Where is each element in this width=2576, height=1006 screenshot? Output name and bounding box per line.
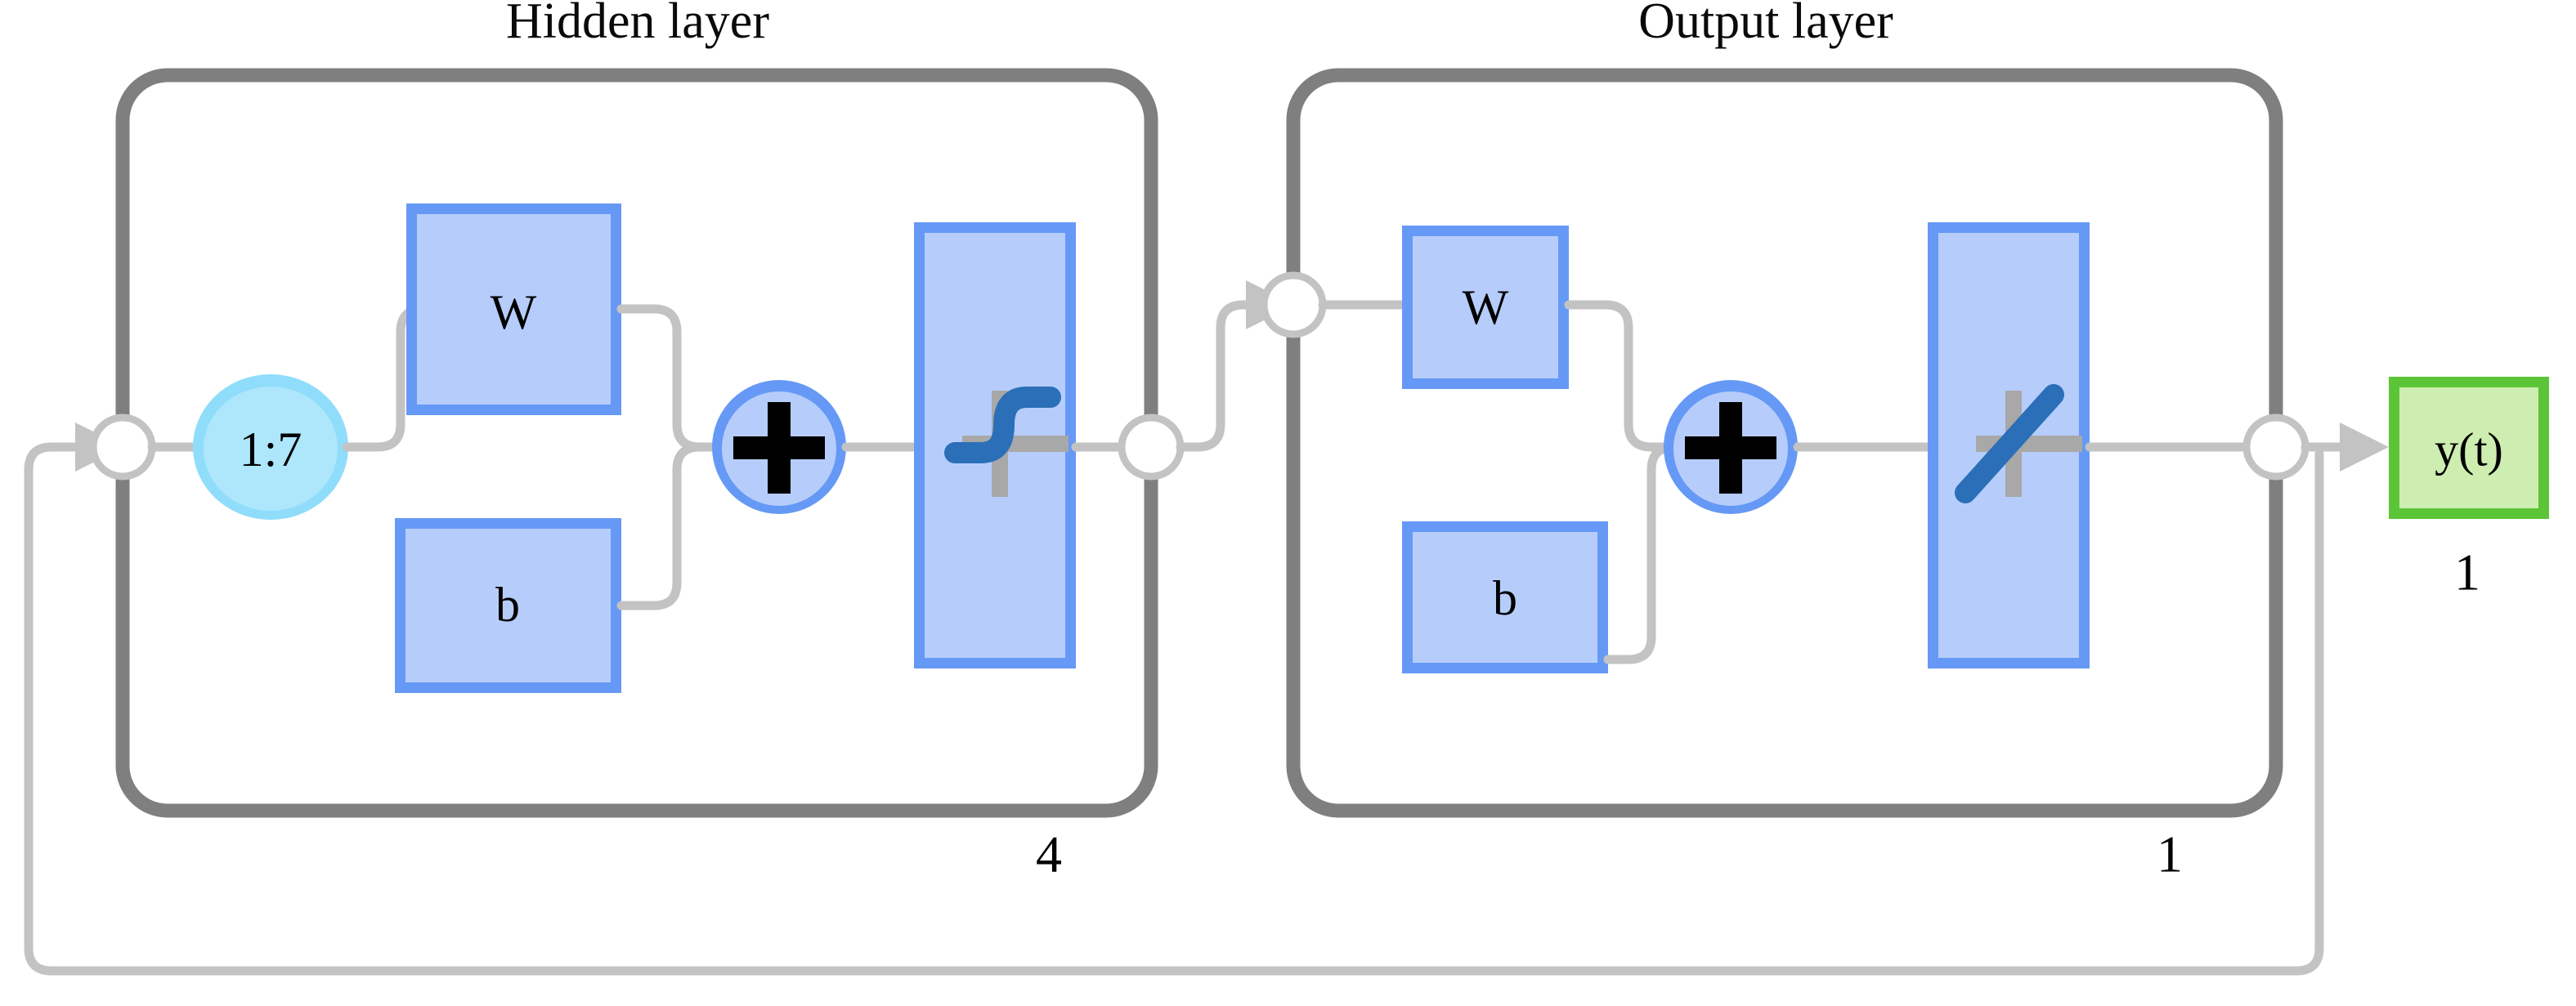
output-sum-node[interactable] — [1664, 380, 1798, 514]
output-layer-input-node[interactable] — [1260, 271, 1327, 338]
output-layer-group: Output layer 1 W b — [1260, 0, 2309, 883]
output-bias-box[interactable]: b — [1402, 521, 1608, 673]
output-layer-title: Output layer — [1638, 0, 1893, 49]
wire-bias-to-sum — [616, 442, 718, 610]
network-output-group: y(t) 1 — [2300, 377, 2549, 601]
output-value-label: y(t) — [2435, 423, 2503, 476]
hidden-layer-size-label: 4 — [1036, 825, 1062, 883]
hidden-delay-label: 1:7 — [240, 423, 302, 476]
output-weight-box[interactable]: W — [1402, 226, 1569, 389]
output-weight-label: W — [1463, 280, 1509, 334]
hidden-layer-output-node[interactable] — [1118, 414, 1185, 481]
hidden-layer-title: Hidden layer — [506, 0, 769, 49]
hidden-activation-box[interactable] — [914, 222, 1076, 668]
sigmoid-icon — [944, 387, 1068, 497]
output-size-label: 1 — [2454, 543, 2480, 601]
hidden-delay-node[interactable]: 1:7 — [193, 374, 348, 520]
wire-output-bias-to-sum — [1603, 442, 1679, 664]
hidden-bias-box[interactable]: b — [395, 518, 621, 693]
wire-hidden-to-output — [1176, 300, 1257, 452]
feedback-wire — [24, 442, 2324, 976]
hidden-bias-label: b — [495, 578, 520, 632]
output-value-box[interactable]: y(t) — [2389, 377, 2549, 519]
wire-output-weight-to-sum — [1564, 300, 1669, 452]
output-layer-size-label: 1 — [2157, 825, 2183, 883]
hidden-layer-group: Hidden layer 4 1:7 W — [89, 0, 1185, 883]
output-bias-label: b — [1493, 571, 1517, 625]
linear-icon — [1955, 384, 2082, 503]
hidden-layer-input-node[interactable] — [89, 414, 156, 481]
wire-weight-to-sum — [616, 304, 718, 452]
output-arrow-icon — [2340, 423, 2389, 472]
hidden-weight-box[interactable]: W — [406, 203, 621, 415]
output-activation-box[interactable] — [1928, 222, 2090, 668]
output-layer-output-node[interactable] — [2242, 414, 2309, 481]
hidden-sum-node[interactable] — [712, 380, 846, 514]
hidden-weight-label: W — [491, 285, 537, 339]
